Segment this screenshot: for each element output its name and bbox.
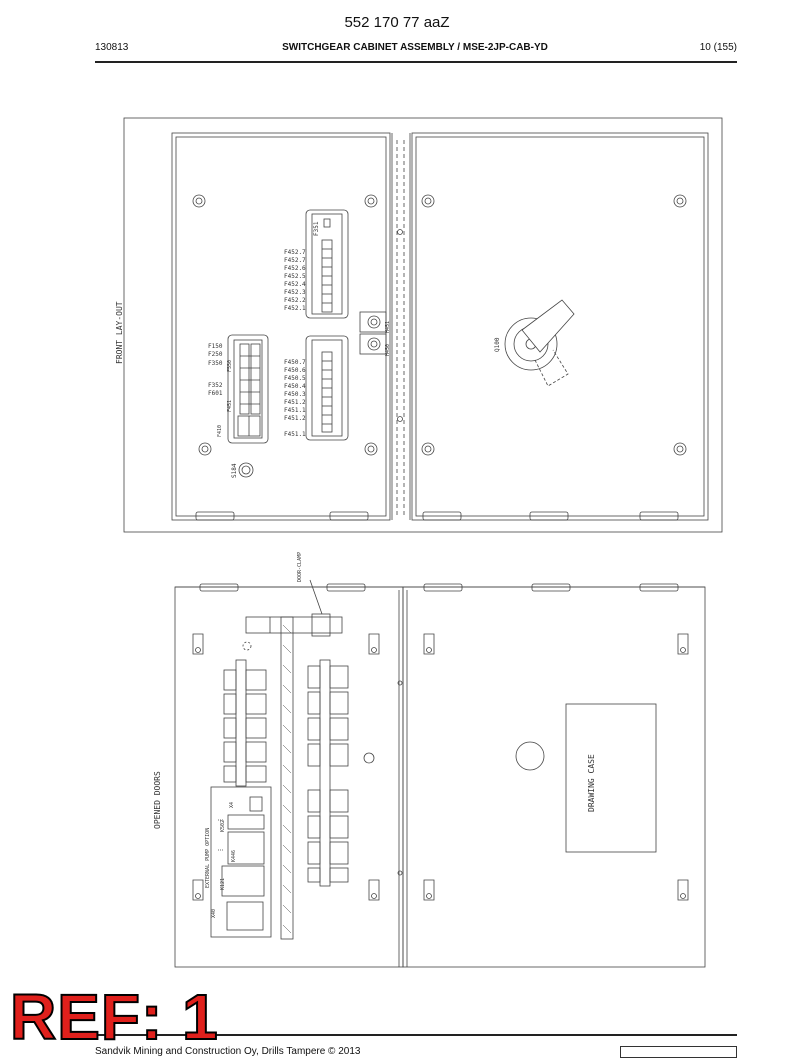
main-switch-label: Q100 <box>494 337 501 352</box>
terminal-label: F451.1 <box>284 407 306 414</box>
ref-stamp: REF: 1 <box>9 981 219 1053</box>
terminal-label: F451.1 <box>284 431 306 438</box>
terminal-top-header: F351 <box>313 221 320 236</box>
footer-copyright: Sandvik Mining and Construction Oy, Dril… <box>95 1046 361 1057</box>
selector-switch <box>238 462 254 478</box>
terminal-label: F450.7 <box>284 359 306 366</box>
main-switch <box>504 299 575 387</box>
terminal-label: F452.6 <box>284 265 306 272</box>
terminal-blocks-right <box>307 665 349 883</box>
breaker-group-left <box>227 334 269 444</box>
opened-view-title: OPENED DOORS <box>153 771 162 829</box>
module-label: X4 <box>229 802 235 808</box>
footer-rule <box>95 1034 737 1036</box>
breaker-label: F410 <box>217 425 223 437</box>
breaker-label: F150 <box>208 343 223 350</box>
door-clamp-label: DOOR-CLAMP <box>297 552 303 582</box>
lock-hole <box>515 741 545 771</box>
terminal-label: F452.2 <box>284 297 306 304</box>
terminal-label: F450.4 <box>284 383 306 390</box>
indicator-buttons <box>359 311 387 355</box>
header-title: SWITCHGEAR CABINET ASSEMBLY / MSE-2JP-CA… <box>282 42 548 53</box>
header-page-number: 10 (155) <box>699 42 737 53</box>
breaker-label: F250 <box>208 351 223 358</box>
top-din-rail <box>245 616 343 634</box>
drawing-case-label: DRAWING CASE <box>587 754 596 812</box>
terminal-label: F452.3 <box>284 289 306 296</box>
breaker-label: F601 <box>208 390 223 397</box>
module-label: K446 <box>231 850 237 862</box>
terminal-label: F450.6 <box>284 367 306 374</box>
terminal-label: F450.5 <box>284 375 306 382</box>
button-label: H451 <box>385 321 391 333</box>
external-pump-module <box>210 786 272 938</box>
selector-switch-label: S184 <box>231 463 238 478</box>
terminal-label: F451.2 <box>284 399 306 406</box>
header-date-code: 130813 <box>95 42 129 53</box>
breaker-label: F451 <box>227 400 233 412</box>
sandvik-logo <box>620 1046 737 1058</box>
terminal-group-bottom <box>305 335 349 441</box>
wiring-duct <box>280 616 294 940</box>
front-left-door <box>171 132 391 521</box>
din-rail-right <box>319 659 331 887</box>
terminal-blocks-left <box>223 669 267 783</box>
front-bolts <box>192 194 687 456</box>
module-label: X40 <box>211 909 217 918</box>
breaker-label: F350 <box>208 360 223 367</box>
din-rail-left <box>235 659 247 787</box>
module-label: K121 <box>220 878 226 890</box>
terminal-label: F452.7 <box>284 249 306 256</box>
opened-right-door <box>402 586 706 968</box>
document-id: 552 170 77 aaZ <box>344 14 450 31</box>
header-rule <box>95 61 737 63</box>
button-label: H450 <box>385 344 391 356</box>
drawing-case <box>565 703 657 853</box>
terminal-label: F451.2 <box>284 415 306 422</box>
terminal-group-top <box>305 209 349 319</box>
terminal-label: F452.4 <box>284 281 306 288</box>
terminal-label: F450.3 <box>284 391 306 398</box>
breaker-label: F550 <box>227 360 233 372</box>
terminal-label: F452.5 <box>284 273 306 280</box>
front-frame <box>123 117 723 533</box>
opened-brackets <box>192 633 689 901</box>
breaker-label: F352 <box>208 382 223 389</box>
terminal-label: F452.7 <box>284 257 306 264</box>
front-view-title: FRONT LAY-OUT <box>115 301 124 364</box>
terminal-label: F452.1 <box>284 305 306 312</box>
module-label: K502 <box>220 820 226 832</box>
module-label: EXTERNAL PUMP OPTION <box>205 828 211 888</box>
